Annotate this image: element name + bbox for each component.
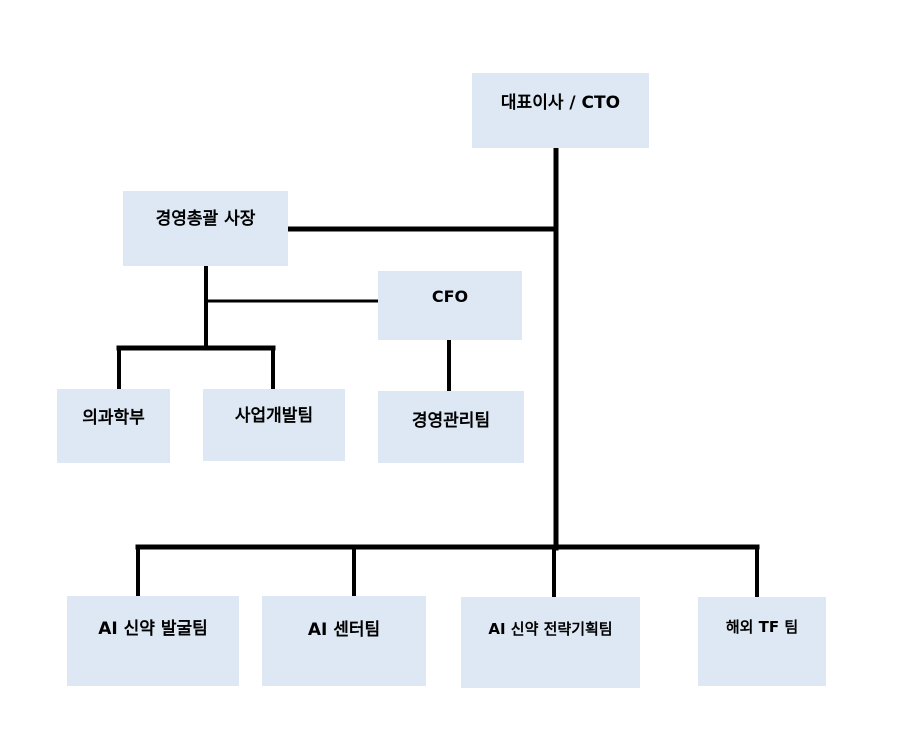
node-bizdev: 사업개발팀 (203, 389, 345, 461)
node-ai-center-label: AI 센터팀 (307, 620, 381, 640)
node-ai-strategy-label: AI 신약 전략기획팀 (488, 620, 613, 638)
node-overseas-tf-label: 해외 TF 팀 (725, 618, 799, 636)
node-overseas-tf: 해외 TF 팀 (698, 597, 826, 686)
node-ai-strategy: AI 신약 전략기획팀 (461, 597, 640, 688)
node-ceo: 대표이사 / CTO (472, 73, 649, 148)
node-cfo-label: CFO (431, 287, 469, 306)
node-ai-discovery-label: AI 신약 발굴팀 (98, 619, 208, 639)
node-ai-center: AI 센터팀 (262, 596, 426, 686)
node-president-label: 경영총괄 사장 (155, 209, 256, 229)
node-ceo-label: 대표이사 / CTO (500, 93, 621, 113)
node-medical-label: 의과학부 (82, 408, 145, 428)
node-bizdev-label: 사업개발팀 (234, 406, 314, 426)
node-cfo: CFO (378, 271, 522, 340)
node-mgmt: 경영관리팀 (378, 391, 524, 463)
node-president: 경영총괄 사장 (123, 191, 288, 266)
node-ai-discovery: AI 신약 발굴팀 (67, 596, 239, 686)
node-medical: 의과학부 (57, 389, 170, 463)
node-mgmt-label: 경영관리팀 (411, 411, 491, 431)
